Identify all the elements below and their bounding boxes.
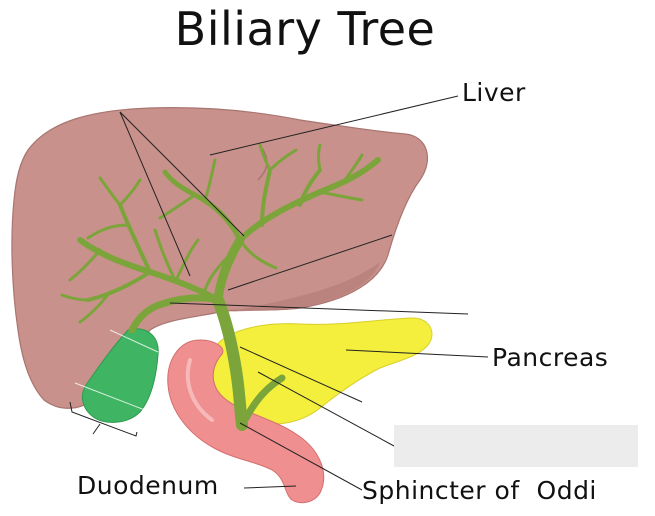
leader-lines	[69, 95, 489, 491]
liver-shadow	[230, 262, 380, 312]
blank-leader-cbd	[169, 302, 469, 315]
bile-ducts	[60, 143, 381, 431]
pancreatic-duct	[242, 374, 286, 422]
duodenum-leader	[243, 485, 297, 489]
gallbladder-markers	[74, 329, 159, 413]
blank-leader-mid	[227, 234, 393, 291]
blank-leader-box	[257, 371, 395, 447]
diagram-title: Biliary Tree	[174, 2, 436, 56]
common-bile-duct	[212, 294, 248, 431]
answer-blank-box	[394, 425, 638, 467]
label-pancreas: Pancreas	[492, 343, 609, 372]
label-sphincter-of-oddi: Sphincter of Oddi	[362, 476, 597, 505]
pancreas-leader	[345, 349, 489, 358]
label-liver: Liver	[462, 78, 526, 107]
blank-leader-lower	[239, 346, 363, 403]
blank-leader-top-1	[119, 111, 191, 277]
duodenum-highlight	[185, 358, 214, 422]
sphincter-leader	[239, 422, 363, 491]
cystic-duct	[128, 294, 222, 334]
common-hepatic-duct	[213, 235, 245, 305]
label-duodenum: Duodenum	[77, 471, 219, 500]
blank-leader-top-2	[119, 111, 245, 237]
gallbladder-bracket	[69, 401, 138, 437]
liver-leader	[209, 95, 459, 156]
